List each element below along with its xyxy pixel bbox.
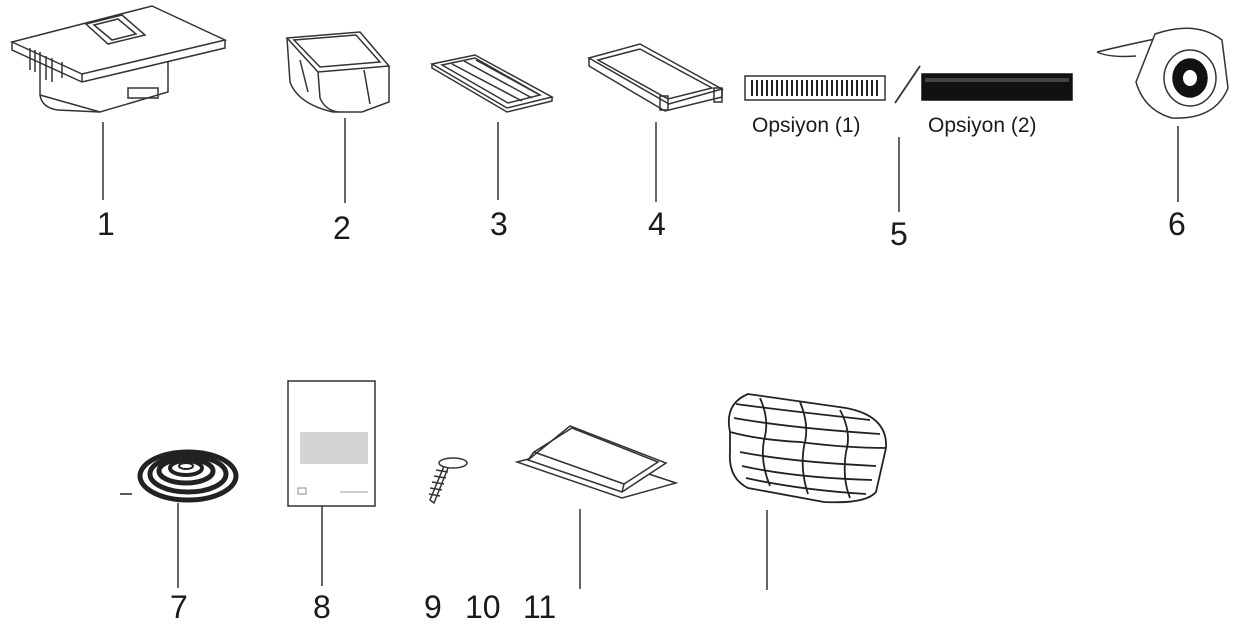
option-divider-slash — [894, 65, 921, 104]
part-number-2: 2 — [333, 210, 351, 246]
part-6-tape-roll — [1096, 27, 1229, 119]
part-number-4: 4 — [648, 206, 666, 242]
part-number-3: 3 — [490, 206, 508, 242]
part-9-screw — [428, 457, 468, 505]
part-3-grease-filter — [429, 54, 555, 113]
part-1-hood-body — [9, 5, 228, 113]
option-1-caption: Opsiyon (1) — [752, 114, 861, 137]
part-number-11: 11 — [523, 589, 557, 625]
part-number-1: 1 — [97, 206, 115, 242]
part-number-9: 9 — [424, 589, 442, 625]
part-11-duct-frame — [514, 425, 679, 499]
flexible-duct-bundle — [727, 393, 887, 504]
part-8-manual — [287, 380, 376, 507]
part-number-10: 10 — [465, 589, 501, 625]
part-5-option-2-filter — [921, 73, 1073, 101]
part-2-inner-duct — [285, 31, 391, 113]
option-2-caption: Opsiyon (2) — [928, 114, 1037, 137]
part-4-filter-tray — [587, 43, 724, 112]
part-7-gasket-coil — [120, 449, 239, 503]
part-number-5: 5 — [890, 216, 908, 252]
part-number-6: 6 — [1168, 206, 1186, 242]
part-5-option-1-filter — [744, 75, 886, 101]
part-number-8: 8 — [313, 589, 331, 625]
part-number-7: 7 — [170, 589, 188, 625]
